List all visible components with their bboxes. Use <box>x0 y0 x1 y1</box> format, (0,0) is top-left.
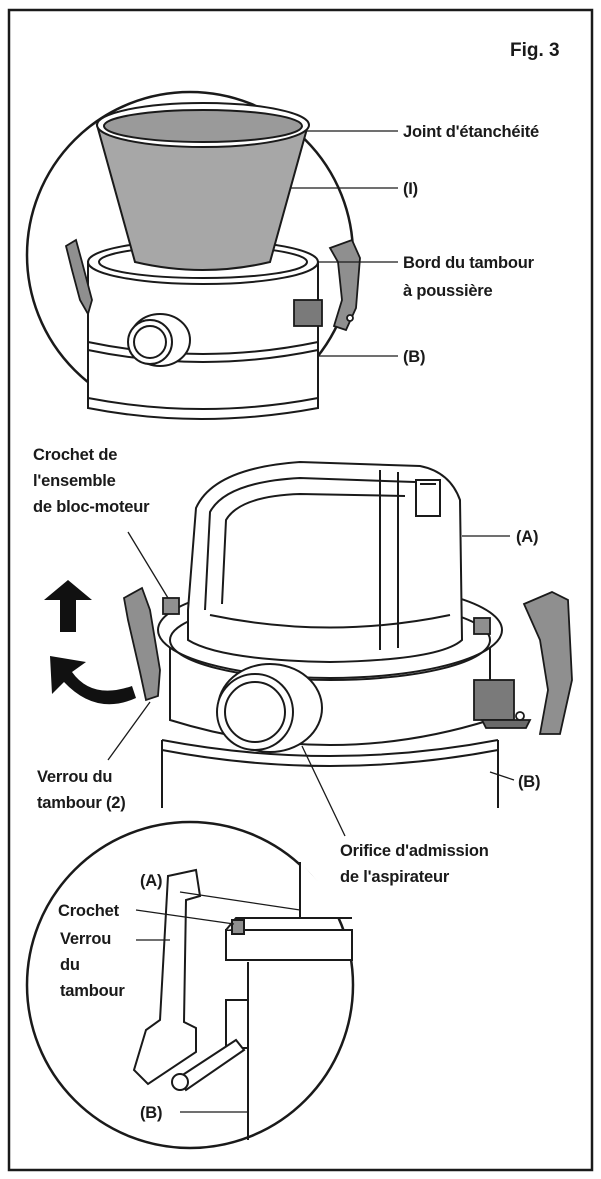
powerhead <box>187 460 464 664</box>
label-seal: Joint d'étanchéité <box>403 123 539 141</box>
main-latch-left <box>122 586 161 702</box>
curved-rotate-arrow-icon <box>50 656 136 705</box>
filter-cone <box>95 102 310 271</box>
label-drum-bottom: (B) <box>140 1104 162 1122</box>
leader-hook-bottom <box>135 909 235 925</box>
bottom-inset-circle <box>25 820 355 1150</box>
label-latch-bottom-line2: du <box>60 956 80 974</box>
figure-label: Fig. 3 <box>510 40 560 61</box>
label-inlet-line1: Orifice d'admission <box>340 842 489 860</box>
label-motor-hook-line1: Crochet de <box>33 446 117 464</box>
label-motor-hook-line2: l'ensemble <box>33 472 116 490</box>
label-powerhead-bottom: (A) <box>140 872 162 890</box>
label-powerhead-main: (A) <box>516 528 538 546</box>
label-rim-line1: Bord du tambour <box>403 254 535 272</box>
top-drum <box>87 239 319 420</box>
bottom-housing <box>225 862 353 1140</box>
label-inlet-line2: de l'aspirateur <box>340 868 450 886</box>
label-latch-bottom-line3: tambour <box>60 982 125 1000</box>
bottom-inset: (A) Crochet Verrou du tambour (B) <box>25 820 355 1150</box>
label-latch-main-line2: tambour (2) <box>37 794 126 812</box>
label-drum-top: (B) <box>403 348 425 366</box>
main-view: Crochet de l'ensemble de bloc-moteur (A)… <box>33 446 573 886</box>
top-latch-left <box>64 238 93 317</box>
label-motor-hook-line3: de bloc-moteur <box>33 498 150 516</box>
label-filter: (I) <box>403 180 418 198</box>
motor-hook-left <box>162 597 180 615</box>
label-rim-line2: à poussière <box>403 282 493 300</box>
leader-powerhead-bottom <box>179 891 301 911</box>
label-drum-main: (B) <box>518 773 540 791</box>
top-inset: Joint d'étanchéité (I) Bord du tambour à… <box>25 90 539 420</box>
main-latch-right <box>473 591 573 735</box>
leader-latch-main <box>107 701 151 761</box>
bottom-latch <box>132 868 246 1092</box>
lift-up-arrow-icon <box>44 580 92 632</box>
motor-hook-right <box>473 617 491 635</box>
leader-drum-main <box>489 771 515 781</box>
figure-frame <box>7 8 594 1172</box>
label-latch-main-line1: Verrou du <box>37 768 112 786</box>
main-drum <box>161 739 499 808</box>
leader-motor-hook <box>127 531 169 599</box>
leader-inlet <box>301 745 346 837</box>
label-latch-bottom-line1: Verrou <box>60 930 111 948</box>
label-hook-bottom: Crochet <box>58 902 120 920</box>
main-inlet-port <box>216 663 323 753</box>
